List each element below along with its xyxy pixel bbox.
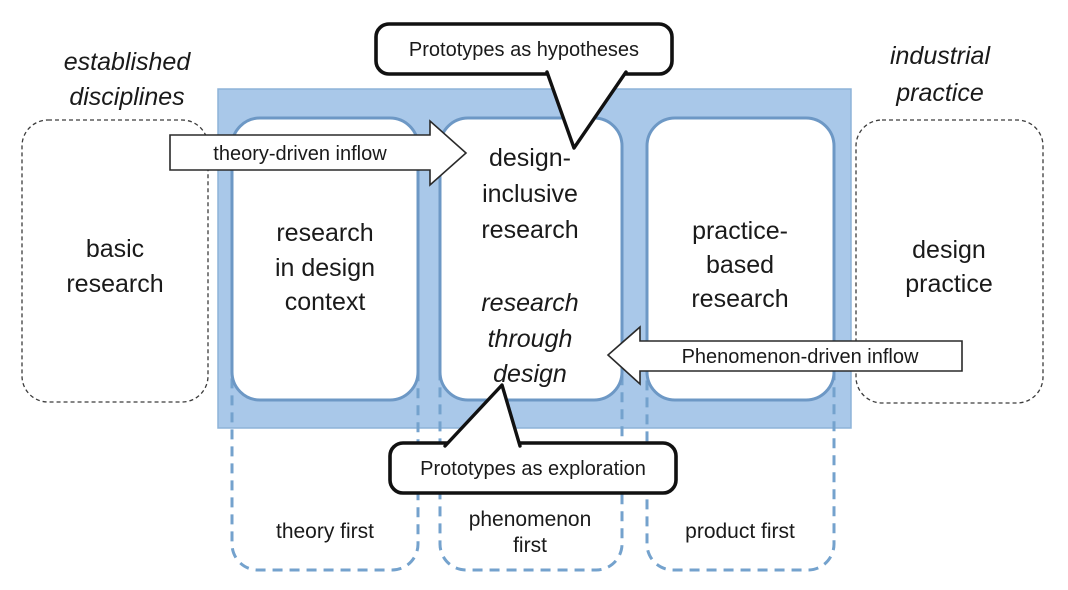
phenomenon-inflow-label: Phenomenon-driven inflow xyxy=(682,346,919,368)
top-callout-bubble xyxy=(374,22,674,76)
col1-title-line2: in design xyxy=(275,254,375,282)
theory-inflow-label: theory-driven inflow xyxy=(213,143,387,165)
box-research-in-design-context xyxy=(230,116,420,402)
basic-research-line1: basic xyxy=(86,235,144,263)
theory-inflow-arrow xyxy=(169,119,468,187)
phenomenon-inflow-arrow xyxy=(606,325,963,386)
col2-title-line1: design- xyxy=(489,144,571,172)
top-callout-tail xyxy=(545,70,628,150)
header-industrial-line1: industrial xyxy=(890,42,991,70)
design-practice-line1: design xyxy=(912,236,986,264)
col3-title-line3: research xyxy=(691,285,788,313)
col1-title-line1: research xyxy=(276,219,373,247)
bottom-callout-tail-fill xyxy=(445,385,520,448)
scope-box-product-first xyxy=(645,348,836,572)
col3-title-line2: based xyxy=(706,251,774,279)
footer-label-theory-first: theory first xyxy=(276,520,374,543)
bottom-callout-bubble xyxy=(388,441,678,495)
box-design-inclusive-research xyxy=(438,116,624,402)
bottom-callout-tail xyxy=(443,383,522,448)
col1-title-line3: context xyxy=(285,288,366,316)
footer-label-phenomenon-first: first xyxy=(513,534,547,557)
col2-subtitle-line2: through xyxy=(488,325,573,353)
header-established-line1: established xyxy=(64,48,192,76)
box-design-practice xyxy=(855,119,1044,404)
col3-title-line1: practice- xyxy=(692,217,788,245)
top-callout-label: Prototypes as hypotheses xyxy=(409,39,639,61)
col2-title-line3: research xyxy=(481,216,578,244)
bottom-callout-label: Prototypes as exploration xyxy=(420,458,646,480)
footer-label-phenomenon: phenomenon xyxy=(469,508,592,531)
header-established-line2: disciplines xyxy=(69,83,184,111)
col2-title-line2: inclusive xyxy=(482,180,578,208)
basic-research-line2: research xyxy=(66,270,163,298)
col2-subtitle-line1: research xyxy=(481,289,578,317)
design-practice-line2: practice xyxy=(905,270,993,298)
box-basic-research xyxy=(21,119,209,403)
box-practice-based-research xyxy=(645,116,836,402)
top-callout-tail-fill xyxy=(547,70,626,148)
footer-label-product-first: product first xyxy=(685,520,795,543)
header-industrial-line2: practice xyxy=(895,79,984,107)
col2-subtitle-line3: design xyxy=(493,360,567,388)
